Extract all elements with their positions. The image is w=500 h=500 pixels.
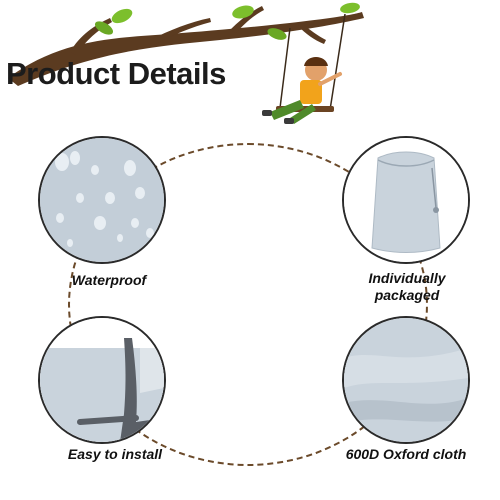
water-droplets-photo — [38, 136, 166, 264]
leaf-icon — [340, 2, 360, 14]
leaf-icon — [232, 5, 254, 19]
frame-cover-photo — [38, 316, 166, 444]
storage-bag-photo — [342, 136, 470, 264]
dashed-connector-ring — [68, 143, 428, 466]
page-title: Product Details — [6, 56, 226, 91]
feature-label-packaged: Individually packaged — [368, 270, 446, 303]
leaf-icon — [94, 21, 114, 35]
feature-label-install: Easy to install — [67, 446, 163, 462]
feature-label-waterproof: Waterproof — [71, 272, 147, 288]
leaf-icon — [267, 28, 287, 40]
boy-on-swing-icon — [262, 57, 342, 124]
leaf-icon — [111, 8, 133, 24]
branch-illustration — [8, 2, 364, 124]
feature-label-fabric: 600D Oxford cloth — [345, 446, 467, 462]
fabric-photo — [342, 316, 470, 444]
